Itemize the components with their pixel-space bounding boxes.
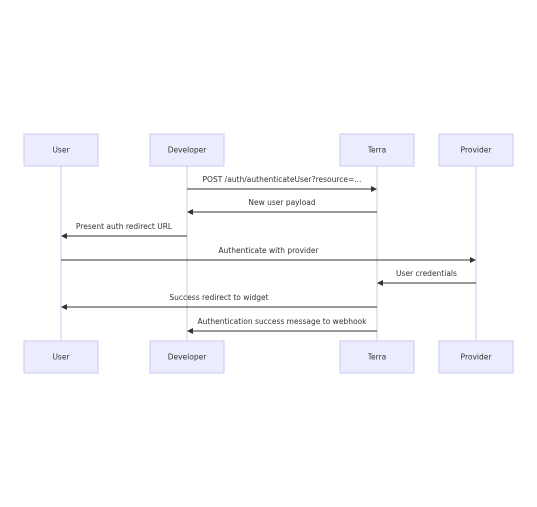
message-7: Authentication success message to webhoo… [187, 317, 377, 334]
message-5: User credentials [377, 269, 476, 286]
arrowhead [470, 257, 476, 263]
message-label: Authentication success message to webhoo… [198, 317, 368, 326]
arrowhead [377, 280, 383, 286]
participant-user-top: User [23, 133, 99, 167]
participants-top: User Developer Terra Provider [23, 133, 514, 167]
arrowhead [371, 186, 377, 192]
participant-provider-top: Provider [438, 133, 514, 167]
participant-box [438, 340, 514, 374]
participant-label: Terra [367, 353, 387, 362]
message-2: New user payload [187, 198, 377, 215]
participant-user-bottom: User [23, 340, 99, 374]
arrowhead [187, 328, 193, 334]
message-1: POST /auth/authenticateUser?resource=... [187, 175, 377, 192]
message-label: User credentials [396, 269, 457, 278]
participant-terra-top: Terra [339, 133, 415, 167]
participant-box [339, 340, 415, 374]
message-4: Authenticate with provider [61, 246, 476, 263]
participant-box [438, 133, 514, 167]
participant-label: User [52, 353, 70, 362]
message-label: Success redirect to widget [169, 293, 268, 302]
arrowhead [61, 304, 67, 310]
lifelines [60, 166, 477, 341]
participant-box [149, 133, 225, 167]
message-label: Present auth redirect URL [76, 222, 173, 231]
participant-box [23, 133, 99, 167]
participant-label: User [52, 146, 70, 155]
message-label: New user payload [248, 198, 316, 207]
participant-label: Developer [168, 146, 207, 155]
participant-label: Terra [367, 146, 387, 155]
message-6: Success redirect to widget [61, 293, 377, 310]
messages: POST /auth/authenticateUser?resource=...… [61, 175, 476, 334]
participants-bottom: User Developer Terra Provider [23, 340, 514, 374]
participant-box [23, 340, 99, 374]
message-label: Authenticate with provider [218, 246, 319, 255]
participant-label: Provider [461, 353, 493, 362]
participant-developer-bottom: Developer [149, 340, 225, 374]
participant-terra-bottom: Terra [339, 340, 415, 374]
message-3: Present auth redirect URL [61, 222, 187, 239]
participant-developer-top: Developer [149, 133, 225, 167]
participant-box [149, 340, 225, 374]
participant-label: Developer [168, 353, 207, 362]
participant-label: Provider [461, 146, 493, 155]
participant-box [339, 133, 415, 167]
arrowhead [61, 233, 67, 239]
participant-provider-bottom: Provider [438, 340, 514, 374]
arrowhead [187, 209, 193, 215]
message-label: POST /auth/authenticateUser?resource=... [203, 175, 362, 184]
